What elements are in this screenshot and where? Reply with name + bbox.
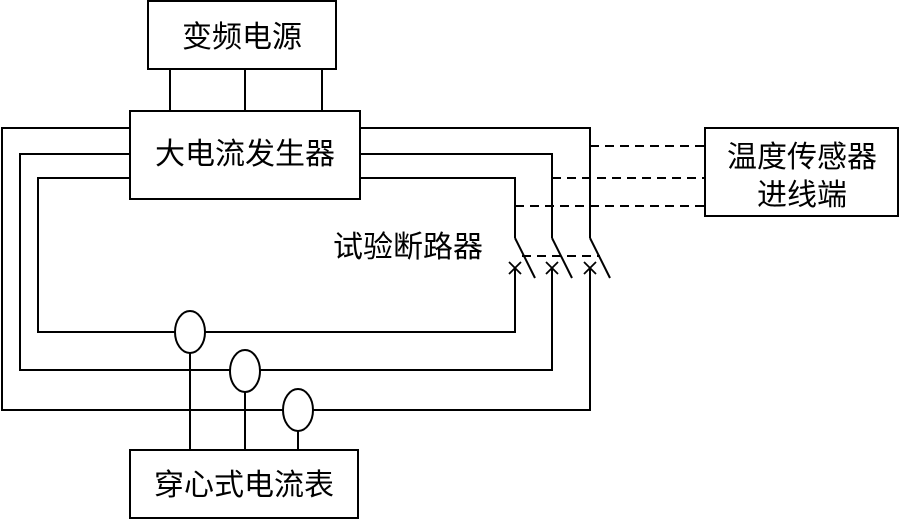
generator-box bbox=[129, 110, 361, 200]
generator-label: 大电流发生器 bbox=[155, 137, 335, 172]
temp-sensor-box bbox=[704, 127, 899, 217]
supply-leads bbox=[169, 69, 323, 110]
vfd-box bbox=[147, 0, 337, 70]
ammeter-label: 穿心式电流表 bbox=[154, 468, 334, 503]
ct-leads bbox=[189, 352, 299, 450]
middle-loop bbox=[19, 153, 553, 371]
inner-loop bbox=[37, 177, 516, 333]
temp-sensor-label-line2: 进线端 bbox=[757, 178, 847, 213]
temp-sensor-label-line1: 温度传感器 bbox=[727, 140, 877, 175]
ct-ring-1 bbox=[174, 310, 206, 354]
ct-ring-3 bbox=[282, 388, 314, 432]
breaker-contacts bbox=[508, 261, 597, 275]
outer-loop bbox=[1, 127, 591, 411]
ct-ring-2 bbox=[229, 349, 261, 393]
breaker-label: 试验断路器 bbox=[333, 230, 483, 265]
sensor-leads bbox=[515, 145, 705, 207]
vfd-label: 变频电源 bbox=[182, 20, 302, 55]
ammeter-box bbox=[129, 449, 359, 519]
breaker-switches bbox=[514, 237, 611, 279]
